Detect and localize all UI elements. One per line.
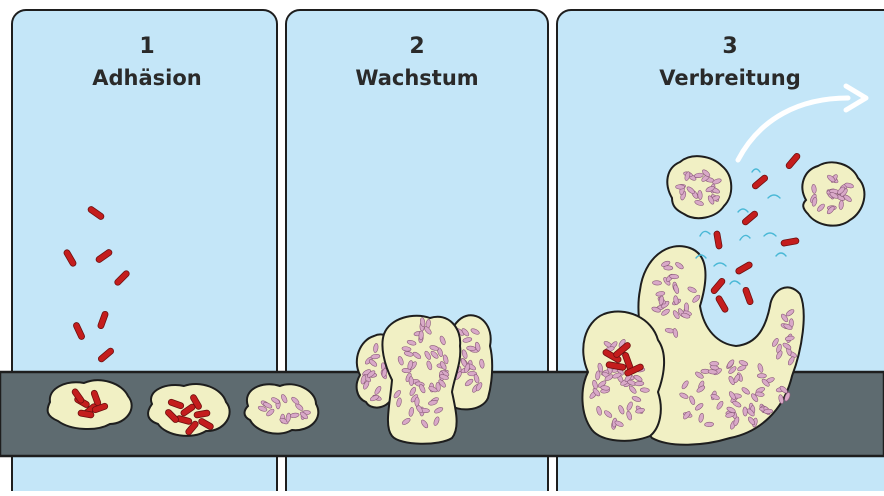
released-cluster-left: [667, 156, 731, 218]
embedded-cell: [419, 331, 424, 340]
released-cluster-right: [802, 162, 864, 225]
panel-1-number: 1: [12, 34, 282, 59]
biofilm-matrix: [245, 384, 319, 433]
embedded-cell: [640, 388, 649, 393]
embedded-cell: [664, 266, 673, 271]
embedded-cell: [710, 361, 719, 365]
microcolony-center: [382, 316, 460, 444]
embedded-cell: [635, 381, 644, 386]
embedded-cell: [704, 422, 713, 427]
early-biofilm-cluster: [245, 384, 319, 433]
embedded-cell: [652, 280, 661, 285]
embedded-cell: [757, 374, 766, 379]
embedded-cell: [675, 185, 684, 190]
panel-1-title: Adhäsion: [12, 66, 282, 90]
panel-3-title: Verbreitung: [595, 66, 865, 90]
attached-cluster-2: [148, 384, 230, 436]
embedded-cell: [415, 397, 420, 406]
panel-2-number: 2: [282, 34, 552, 59]
attached-cluster-1: [48, 380, 132, 429]
panel-2-title: Wachstum: [282, 66, 552, 90]
biofilm-matrix: [582, 312, 664, 441]
embedded-cell: [743, 407, 748, 416]
embedded-cell: [409, 376, 414, 385]
mature-biofilm-tower: [582, 312, 664, 441]
panel-3-number: 3: [595, 34, 865, 59]
